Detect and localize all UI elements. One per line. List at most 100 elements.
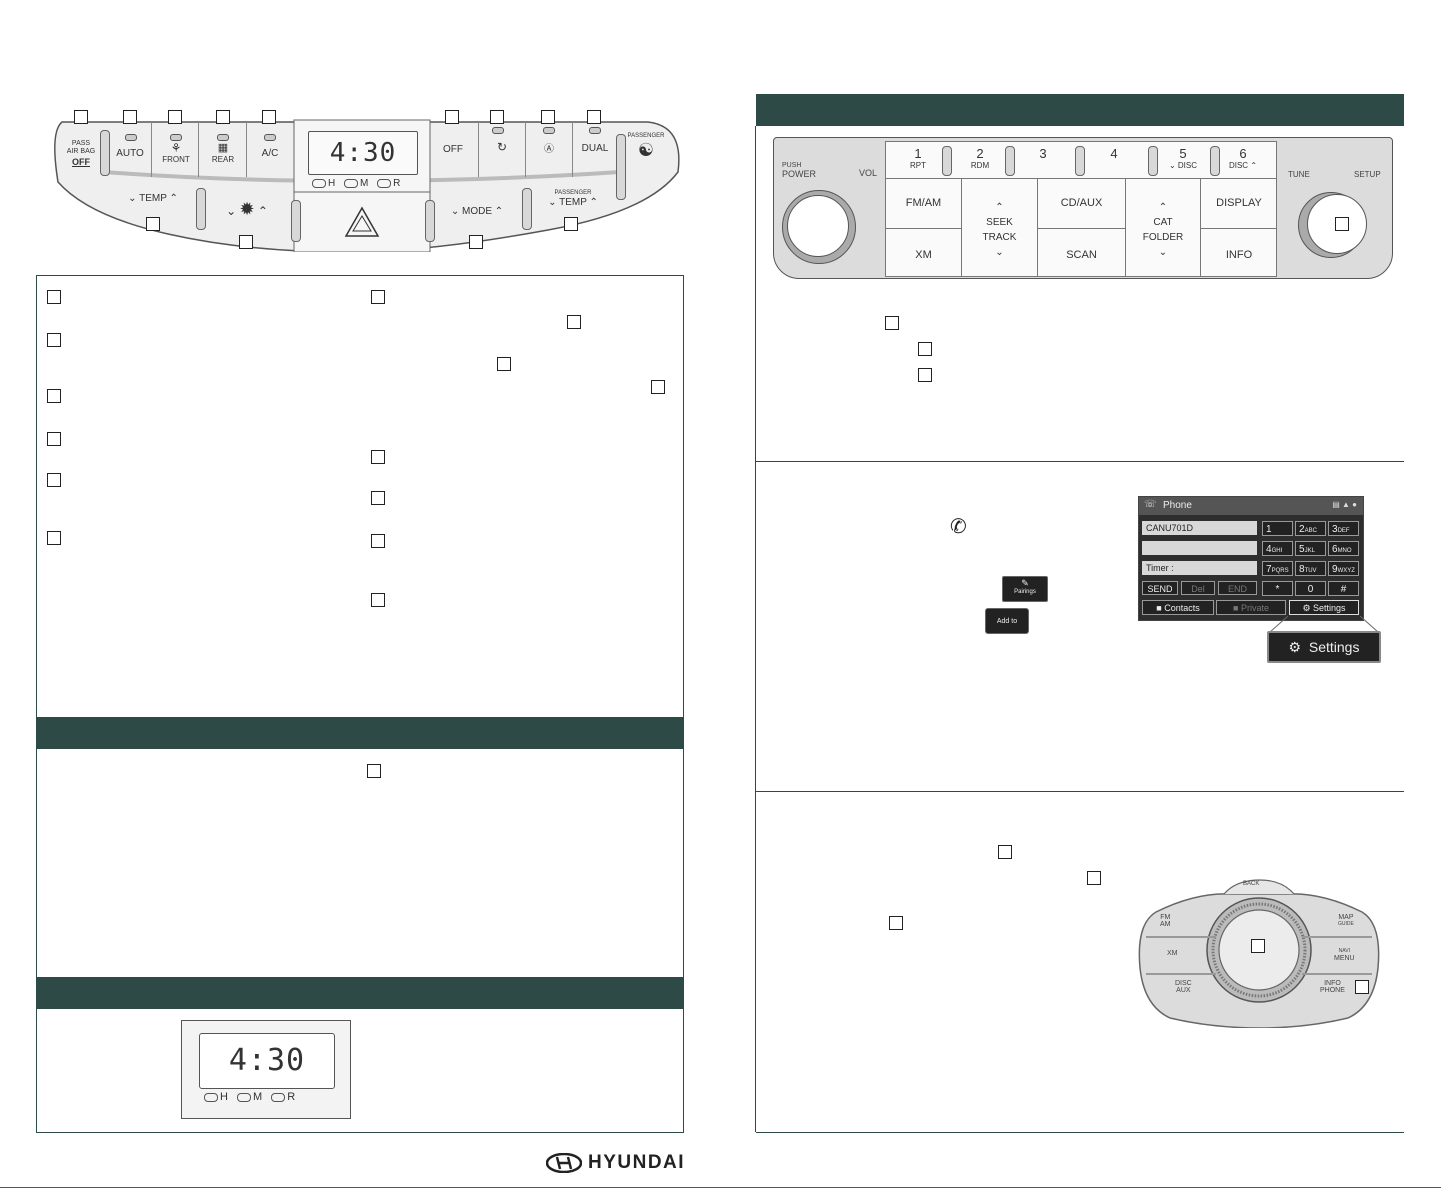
keypad-digit: 6: [1332, 544, 1338, 555]
driver-temp-control[interactable]: ⌄ TEMP ⌃: [128, 193, 178, 204]
callout-box: [371, 491, 385, 505]
ac-button[interactable]: A/C: [261, 148, 279, 159]
keypad-key[interactable]: 2ABC: [1295, 521, 1326, 536]
keypad-key[interactable]: 7PQRS: [1262, 561, 1293, 576]
recirculation-button[interactable]: ↻: [480, 140, 524, 154]
fm-am-button[interactable]: FM/AM: [905, 197, 942, 209]
seek-track-button[interactable]: ⌃ SEEK TRACK ⌄: [962, 200, 1037, 260]
preset-3-button[interactable]: 3: [1023, 146, 1063, 161]
callout-box: [262, 110, 276, 124]
keypad-key[interactable]: 9WXYZ: [1328, 561, 1359, 576]
xm-nav-button[interactable]: XM: [1167, 950, 1178, 957]
hazard-button[interactable]: [340, 200, 386, 240]
phone-number-field: CANU701D: [1142, 521, 1257, 535]
passenger-temp-top-label: PASSENGER: [554, 190, 592, 196]
passenger-temp-label: TEMP: [559, 197, 587, 208]
clock-r-label: R: [287, 1091, 296, 1103]
phone-title: Phone: [1163, 500, 1192, 511]
info-button[interactable]: INFO: [1225, 249, 1253, 261]
gear-icon: ⚙: [1288, 639, 1302, 655]
pairings-button[interactable]: ✎ Pairings: [1002, 576, 1048, 602]
end-button[interactable]: END: [1218, 581, 1257, 595]
callout-box: [998, 845, 1012, 859]
keypad-key[interactable]: 6MNO: [1328, 541, 1359, 556]
callout-box: [541, 110, 555, 124]
preset-5-button[interactable]: 5⌄ DISC: [1158, 146, 1208, 170]
volume-power-knob[interactable]: [782, 190, 856, 264]
keypad-key[interactable]: #: [1328, 581, 1359, 596]
passenger-temp-control[interactable]: PASSENGER ⌄ TEMP ⌃: [540, 190, 606, 208]
callout-box: [885, 316, 899, 330]
auto-button[interactable]: AUTO: [116, 148, 144, 159]
add-to-button[interactable]: Add to: [985, 608, 1029, 634]
scan-button[interactable]: SCAN: [1066, 249, 1097, 261]
m-button[interactable]: [344, 178, 359, 188]
keypad-key[interactable]: *: [1262, 581, 1293, 596]
grid-row-line: [1200, 228, 1277, 229]
fan-speed-control[interactable]: ⌄ ✹ ⌃: [226, 199, 268, 219]
keypad-key[interactable]: 3DEF: [1328, 521, 1359, 536]
display-button[interactable]: DISPLAY: [1216, 197, 1262, 209]
m-label: M: [360, 178, 369, 189]
h-button[interactable]: [312, 178, 326, 188]
keypad-letters: ABC: [1304, 528, 1317, 534]
push-label: PUSH: [782, 162, 802, 169]
phone-empty-field: [1142, 541, 1257, 555]
clock-r-button[interactable]: [271, 1092, 286, 1102]
climate-off-button[interactable]: OFF: [443, 144, 463, 155]
callout-box: [123, 110, 137, 124]
keypad-key[interactable]: 0: [1295, 581, 1326, 596]
preset-sub-label: DISC: [1228, 161, 1249, 170]
contacts-button[interactable]: ■ Contacts: [1142, 600, 1214, 615]
clock-m-button[interactable]: [237, 1092, 252, 1102]
section-header-bar: [36, 977, 684, 1009]
keypad-key[interactable]: 4GHI: [1262, 541, 1293, 556]
del-button[interactable]: Del: [1181, 581, 1215, 595]
auto-defog-button[interactable]: Ⓐ: [527, 140, 571, 155]
keypad-digit: 2: [1299, 524, 1305, 535]
radio-section-frame: [755, 126, 756, 1132]
clock-screen: 4:30: [199, 1033, 335, 1089]
rear-defrost-button[interactable]: ▦ REAR: [200, 142, 246, 165]
off-label: OFF: [72, 157, 90, 167]
preset-4-button[interactable]: 4: [1094, 146, 1134, 161]
mode-control[interactable]: ⌄ MODE ⌃: [450, 206, 504, 217]
back-button[interactable]: BACK: [1243, 881, 1260, 887]
disc-label: DISC: [1175, 980, 1192, 987]
settings-button[interactable]: ⚙ Settings: [1289, 600, 1359, 615]
dual-button[interactable]: DUAL: [581, 143, 609, 154]
preset-divider-grip: [1210, 146, 1220, 176]
xm-button[interactable]: XM: [915, 249, 932, 261]
keypad-letters: WXYZ: [1337, 568, 1355, 574]
callout-box: [216, 110, 230, 124]
mode-label: MODE: [462, 206, 492, 217]
front-defrost-button[interactable]: ⚘ FRONT: [154, 142, 198, 165]
hyundai-emblem-icon: [546, 1153, 582, 1173]
private-button[interactable]: ■ Private: [1216, 600, 1286, 615]
cat-folder-button[interactable]: ⌃ CAT FOLDER ⌄: [1126, 200, 1200, 260]
callout-box: [47, 290, 61, 304]
rear-defrost-led: [217, 134, 229, 141]
settings-label: Settings: [1313, 603, 1346, 613]
tune-setup-knob[interactable]: [1298, 192, 1367, 258]
cd-aux-button[interactable]: CD/AUX: [1060, 197, 1103, 209]
keypad-key[interactable]: 8TUV: [1295, 561, 1326, 576]
grid-col-line: [1125, 178, 1126, 277]
settings-zoom-button[interactable]: ⚙ Settings: [1267, 631, 1381, 663]
r-button[interactable]: [377, 178, 392, 188]
keypad-key[interactable]: 5JKL: [1295, 541, 1326, 556]
keypad-letters: JKL: [1304, 548, 1315, 554]
send-button[interactable]: SEND: [1142, 581, 1178, 595]
am-label: AM: [1160, 921, 1171, 928]
keypad-key[interactable]: 1: [1262, 521, 1293, 536]
clock-h-button[interactable]: [204, 1092, 218, 1102]
callout-box: [1251, 939, 1265, 953]
